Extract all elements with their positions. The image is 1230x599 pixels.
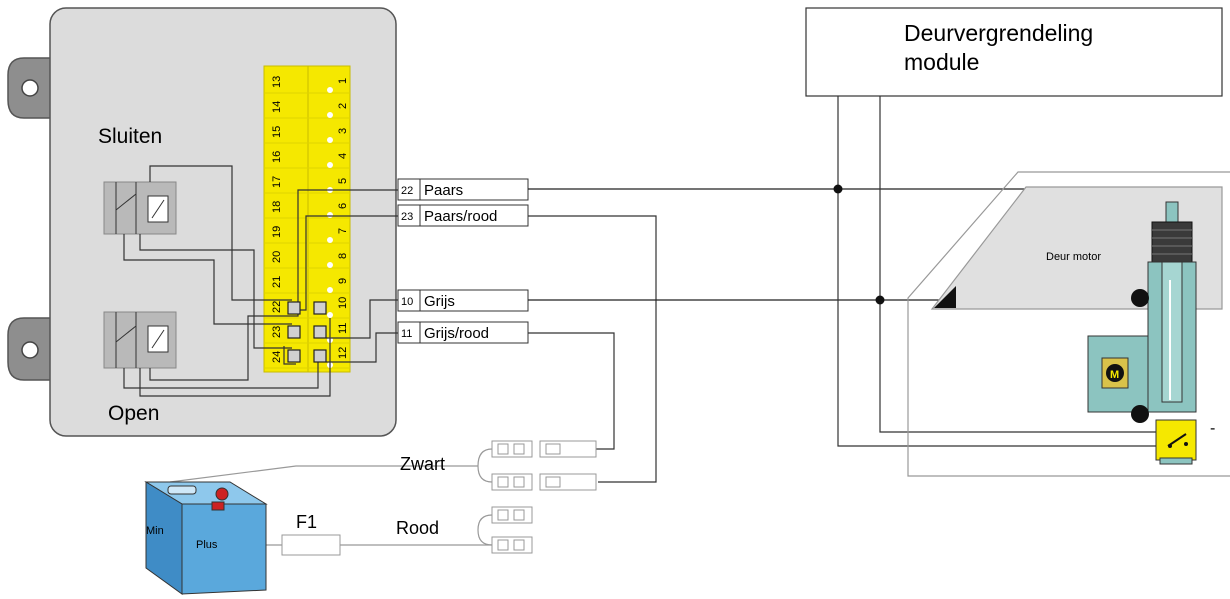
pin-label-right-9: 9	[337, 278, 349, 284]
battery: Min Plus	[144, 481, 268, 595]
plus-wire-label: Rood	[396, 518, 439, 538]
pin-label-right-2: 2	[337, 103, 349, 109]
connector-male-3	[491, 506, 533, 524]
pin-marker	[327, 162, 333, 168]
pin-label-right-7: 7	[337, 228, 349, 234]
door-motor-label: Deur motor	[1046, 251, 1101, 263]
pin-marker	[327, 312, 333, 318]
pin-marker	[327, 112, 333, 118]
pin-label-left-14: 14	[271, 101, 283, 113]
wire-num-paars: 22	[401, 185, 413, 197]
pin-marker	[327, 87, 333, 93]
spade-connectors	[491, 440, 597, 554]
power-wiring	[169, 448, 493, 546]
module-title-line1: Deurvergrendeling	[904, 20, 1093, 46]
pin-marker	[327, 237, 333, 243]
relay-box: 13 1 14 2 15 3 16 4 17 5 18 6 19 7 20 8 21 9 22 10 23 11 24 12	[7, 7, 398, 437]
pin-label-right-4: 4	[337, 153, 349, 159]
wire-color-paars: Paars	[424, 182, 463, 199]
pin-marker	[327, 262, 333, 268]
pin-label-left-15: 15	[271, 126, 283, 138]
pin-label-left-20: 20	[271, 251, 283, 263]
open-label: Open	[108, 402, 159, 425]
fuse-label: F1	[296, 512, 317, 532]
pin-label-left-22: 22	[271, 301, 283, 313]
wire-num-grijs-rood: 11	[401, 328, 412, 340]
pin-label-right-12: 12	[337, 347, 349, 359]
battery-plus-label: Plus	[196, 539, 218, 551]
pin-label-right-11: 11	[337, 323, 349, 334]
pin-label-left-17: 17	[271, 176, 283, 188]
wire-labels: 22 Paars 23 Paars/rood 10 Grijs 11 Grijs…	[397, 178, 529, 344]
close-label: Sluiten	[98, 125, 162, 148]
connector-male-4	[491, 536, 533, 554]
door-motor: M	[1087, 201, 1197, 465]
battery-minus-label: Min	[146, 525, 164, 537]
module-title-line2: module	[904, 49, 979, 75]
pin-label-right-10: 10	[337, 297, 349, 309]
connector-female-1	[539, 440, 597, 458]
pin-label-left-18: 18	[271, 201, 283, 213]
lock-module: Deurvergrendeling module	[805, 7, 1223, 97]
pin-label-left-13: 13	[271, 76, 283, 88]
wire-num-paars-rood: 23	[401, 211, 413, 223]
ground-symbol: -	[1210, 420, 1215, 437]
pin-label-left-19: 19	[271, 226, 283, 238]
pin-label-left-21: 21	[271, 276, 283, 288]
pin-label-right-1: 1	[337, 78, 349, 84]
connector-block	[263, 65, 351, 373]
fuse-f1	[281, 534, 341, 556]
pin-label-left-24: 24	[271, 351, 283, 363]
pin-marker	[327, 212, 333, 218]
motor-symbol: M	[1110, 369, 1119, 381]
pin-label-left-23: 23	[271, 326, 283, 338]
pin-label-right-5: 5	[337, 178, 349, 184]
mount-ear-top	[7, 57, 57, 119]
wire-num-grijs: 10	[401, 296, 413, 308]
relay-close	[103, 181, 177, 235]
mount-ear-bottom	[7, 317, 57, 381]
connector-male-1	[491, 440, 533, 458]
pin-label-right-3: 3	[337, 128, 349, 134]
junction-dot-upper	[833, 184, 843, 194]
door: Deur motor M -	[907, 171, 1230, 477]
ground-wire-label: Zwart	[400, 454, 445, 474]
junction-dot-lower	[875, 295, 885, 305]
wire-color-grijs-rood: Grijs/rood	[424, 325, 489, 342]
pin-label-left-16: 16	[271, 151, 283, 163]
relay-open	[103, 311, 177, 369]
connector-pin-rows: 13 1 14 2 15 3 16 4 17 5 18 6 19 7 20 8 21 9 22 10 23 11 24 12	[264, 76, 350, 369]
pin-marker	[327, 287, 333, 293]
pin-label-right-6: 6	[337, 203, 349, 209]
terminal-squares	[287, 301, 327, 363]
internal-wiring	[123, 165, 398, 397]
connector-male-2	[491, 473, 533, 491]
pin-marker	[327, 137, 333, 143]
wire-color-paars-rood: Paars/rood	[424, 208, 497, 225]
wire-color-grijs: Grijs	[424, 293, 455, 310]
connector-female-2	[539, 473, 597, 491]
pin-label-right-8: 8	[337, 253, 349, 259]
